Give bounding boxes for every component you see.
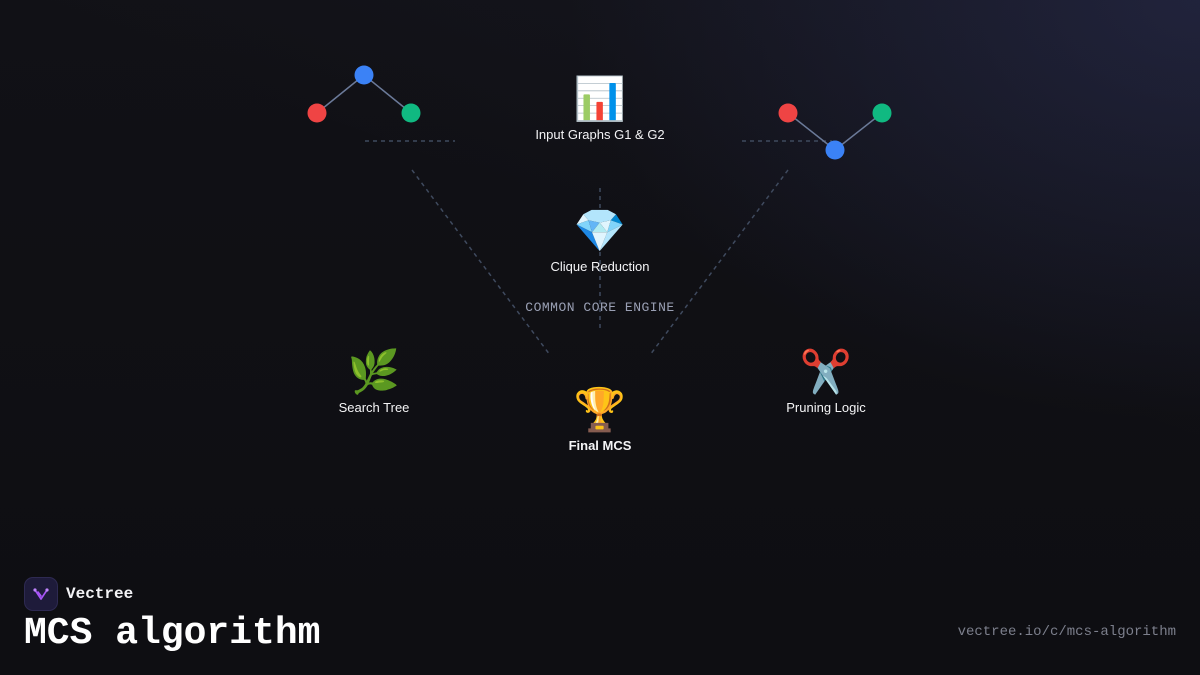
graph-g1 <box>307 65 421 123</box>
gem-icon: 💎 <box>573 206 627 255</box>
graph-g2 <box>778 103 892 160</box>
graph-g1-node-green <box>401 103 421 123</box>
node-input-graphs-label: Input Graphs G1 & G2 <box>535 127 665 142</box>
connector-right-diagonal <box>649 169 789 356</box>
graph-g1-node-blue <box>354 65 374 85</box>
graph-g1-edge <box>316 74 365 114</box>
node-clique-reduction: 💎 Clique Reduction <box>550 206 649 274</box>
vectree-logo-icon <box>24 577 58 611</box>
node-final-mcs: 🏆 Final MCS <box>569 385 632 453</box>
graph-g1-edge <box>363 74 412 114</box>
node-pruning-logic: ✂️ Pruning Logic <box>786 347 866 415</box>
graph-g2-node-green <box>872 103 892 123</box>
graph-g2-node-red <box>778 103 798 123</box>
node-clique-reduction-label: Clique Reduction <box>550 259 650 274</box>
trophy-icon: 🏆 <box>573 385 627 434</box>
node-search-tree: 🌿 Search Tree <box>339 347 410 415</box>
node-pruning-logic-label: Pruning Logic <box>786 400 866 415</box>
bar-chart-icon: 📊 <box>573 74 627 123</box>
connectors <box>365 140 832 356</box>
page-url[interactable]: vectree.io/c/mcs-algorithm <box>957 624 1176 640</box>
brand-name: Vectree <box>66 585 134 603</box>
graph-g1-node-red <box>307 103 327 123</box>
brand[interactable]: Vectree <box>24 577 133 611</box>
connector-left-diagonal <box>411 169 551 356</box>
node-search-tree-label: Search Tree <box>338 400 410 415</box>
herb-icon: 🌿 <box>347 347 401 396</box>
node-final-mcs-label: Final MCS <box>568 438 632 453</box>
node-input-graphs: 📊 Input Graphs G1 & G2 <box>535 74 664 142</box>
page-title: MCS algorithm <box>24 612 321 655</box>
scissors-icon: ✂️ <box>799 347 853 396</box>
graph-g2-edge <box>834 112 883 151</box>
core-engine-label: COMMON CORE ENGINE <box>525 300 675 315</box>
logo-mark <box>33 588 49 600</box>
graph-g2-edge <box>787 112 836 151</box>
graph-g2-node-blue <box>825 140 845 160</box>
